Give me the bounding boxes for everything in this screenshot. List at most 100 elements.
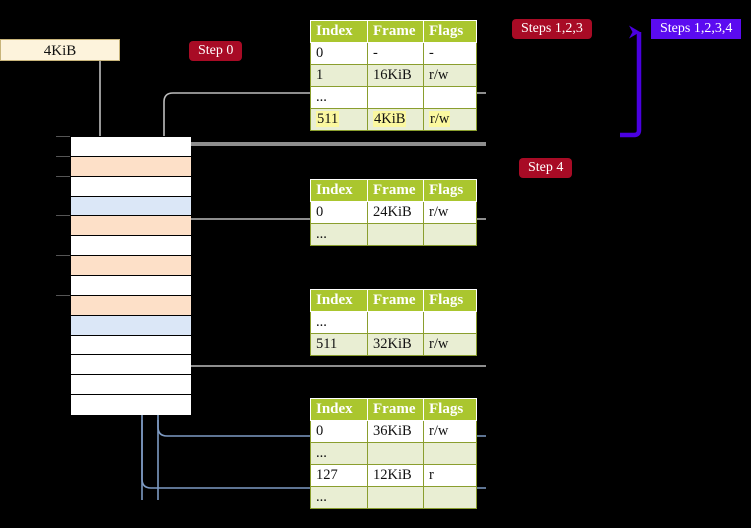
memory-frame-12 — [71, 375, 191, 396]
cell-index: ... — [310, 486, 368, 509]
table-row: ... — [310, 486, 477, 509]
cell-index: ... — [310, 311, 368, 334]
wire-t1-branch — [163, 92, 486, 154]
table-row: ... — [310, 86, 477, 109]
table-row: 511 4KiB r/w — [310, 108, 477, 131]
memory-frame-0 — [71, 137, 191, 157]
cell-index: 0 — [310, 420, 368, 443]
memory-tick-1 — [56, 155, 70, 157]
table-row: ... — [310, 311, 477, 334]
cell-flags: r/w — [423, 64, 477, 87]
cell-flags: r — [423, 464, 477, 487]
cell-index: 127 — [310, 464, 368, 487]
cell-frame: 32KiB — [367, 333, 424, 356]
cell-index: 511 — [310, 108, 368, 131]
cell-frame — [367, 442, 424, 465]
cell-frame — [367, 311, 424, 334]
memory-tick-8 — [56, 294, 70, 296]
cell-flags: - — [423, 42, 477, 65]
steps-1234-badge: Steps 1,2,3,4 — [651, 19, 742, 39]
physical-memory-column — [70, 136, 191, 415]
column-header-index: Index — [310, 20, 368, 43]
table-row: ... — [310, 223, 477, 246]
highlighted-value: 4KiB — [373, 111, 407, 127]
cell-flags: r/w — [423, 108, 477, 131]
cell-frame — [367, 86, 424, 109]
column-header-flags: Flags — [423, 179, 477, 202]
column-header-index: Index — [310, 398, 368, 421]
memory-frame-9 — [71, 315, 191, 336]
memory-frame-6 — [71, 256, 191, 276]
memory-frame-2 — [71, 176, 191, 197]
memory-tick-2 — [56, 175, 70, 177]
cell-frame: 4KiB — [367, 108, 424, 131]
size-label-box: 4KiB — [0, 39, 120, 61]
cell-flags — [423, 311, 477, 334]
highlighted-value: r/w — [429, 111, 451, 127]
cell-flags — [423, 223, 477, 246]
column-header-frame: Frame — [367, 398, 424, 421]
wire-steps-loop — [620, 25, 642, 138]
memory-frame-3 — [71, 196, 191, 217]
cell-flags — [423, 486, 477, 509]
memory-frame-8 — [71, 295, 191, 316]
cell-index: 0 — [310, 201, 368, 224]
cell-index: ... — [310, 223, 368, 246]
wire-mem0-to-t1 — [164, 144, 486, 156]
memory-tick-4 — [56, 215, 70, 217]
wire-t4-row127 — [141, 420, 486, 489]
cell-frame — [367, 223, 424, 246]
cell-frame: 24KiB — [367, 201, 424, 224]
column-header-index: Index — [310, 179, 368, 202]
table-row: ... — [310, 442, 477, 465]
cell-index: 0 — [310, 42, 368, 65]
column-header-flags: Flags — [423, 289, 477, 312]
column-header-frame: Frame — [367, 289, 424, 312]
steps-123-badge: Steps 1,2,3 — [512, 19, 592, 39]
step-4-badge: Step 4 — [519, 158, 573, 178]
cell-index: ... — [310, 442, 368, 465]
column-header-flags: Flags — [423, 398, 477, 421]
cell-frame: 16KiB — [367, 64, 424, 87]
highlighted-value: 511 — [316, 111, 340, 127]
cell-flags: r/w — [423, 201, 477, 224]
column-header-index: Index — [310, 289, 368, 312]
column-header-frame: Frame — [367, 20, 424, 43]
cell-flags — [423, 86, 477, 109]
memory-frame-11 — [71, 355, 191, 376]
cell-flags: r/w — [423, 420, 477, 443]
cell-index: ... — [310, 86, 368, 109]
cell-frame: 36KiB — [367, 420, 424, 443]
column-header-flags: Flags — [423, 20, 477, 43]
memory-frame-10 — [71, 335, 191, 356]
cell-index: 1 — [310, 64, 368, 87]
wire-t4-row0 — [157, 420, 486, 437]
cell-flags: r/w — [423, 333, 477, 356]
cell-frame: - — [367, 42, 424, 65]
step-0-badge: Step 0 — [189, 41, 243, 61]
cell-flags — [423, 442, 477, 465]
memory-frame-13 — [71, 395, 191, 415]
table-row: 0-- — [310, 42, 477, 65]
column-header-frame: Frame — [367, 179, 424, 202]
memory-frame-7 — [71, 276, 191, 296]
memory-frame-5 — [71, 236, 191, 257]
memory-tick-0 — [56, 136, 70, 137]
cell-frame — [367, 486, 424, 509]
cell-index: 511 — [310, 333, 368, 356]
memory-frame-4 — [71, 216, 191, 237]
memory-tick-6 — [56, 255, 70, 257]
